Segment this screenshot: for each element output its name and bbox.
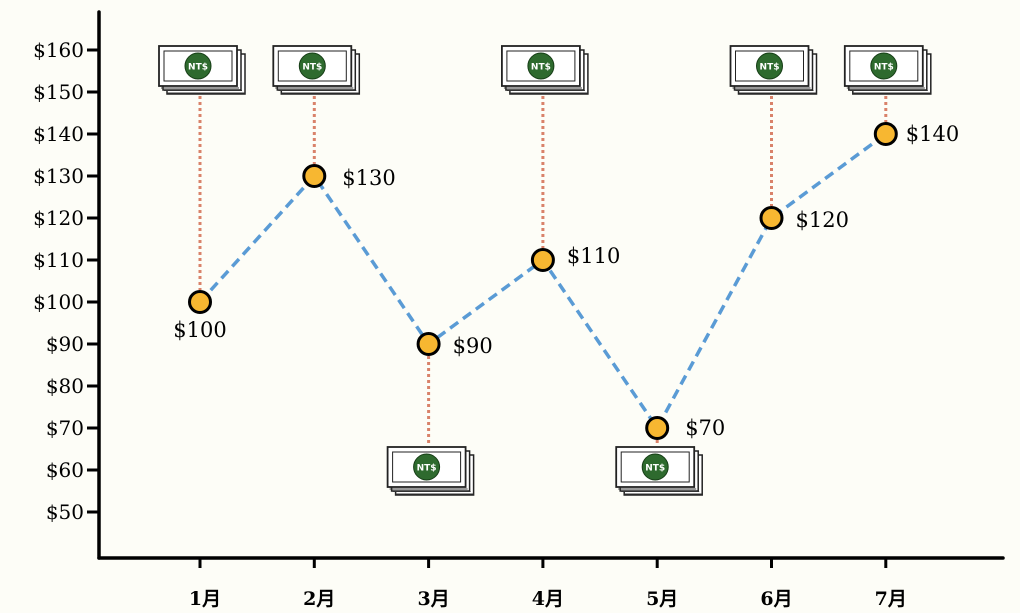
x-tick-label: 3月 xyxy=(417,588,449,610)
banknote-border xyxy=(277,50,347,82)
data-point xyxy=(873,122,898,146)
y-tick-label: $70 xyxy=(46,416,84,440)
data-label: $140 xyxy=(906,122,959,146)
banknote-seal xyxy=(870,52,898,80)
y-tick-label: $150 xyxy=(33,80,84,104)
y-tick-label: $60 xyxy=(46,458,84,482)
banknote-border xyxy=(735,50,804,82)
banknote-text: NT$ xyxy=(531,63,551,73)
data-label: $130 xyxy=(342,166,395,190)
data-point xyxy=(530,248,555,272)
banknote-icon: NT$ xyxy=(615,446,703,496)
y-tick-label: $110 xyxy=(33,248,84,272)
connector-layer xyxy=(198,90,888,443)
x-tick-label: 7月 xyxy=(875,588,907,610)
banknote-seal xyxy=(527,52,555,80)
banknote-text: NT$ xyxy=(302,63,322,73)
y-tick-label: $160 xyxy=(33,38,84,62)
banknote-text: NT$ xyxy=(417,464,437,474)
data-label: $70 xyxy=(685,416,725,440)
banknote-text: NT$ xyxy=(188,63,208,73)
banknote-border xyxy=(506,50,576,82)
y-tick-label: $80 xyxy=(46,374,84,398)
banknote-text: NT$ xyxy=(760,63,780,73)
banknote-border xyxy=(849,50,919,82)
x-tick-label: 4月 xyxy=(532,588,564,610)
y-tick-label: $140 xyxy=(33,122,84,146)
banknote-border xyxy=(392,451,462,483)
banknote-icon: NT$ xyxy=(272,45,361,95)
data-label: $90 xyxy=(453,334,493,358)
axes-layer: $50 $60 $70 $80 $90 $100 $110 $120 $130 $140 $150 $… xyxy=(33,10,1005,610)
banknote-seal xyxy=(756,52,783,80)
banknote-seal xyxy=(641,453,669,481)
data-point xyxy=(645,416,670,440)
y-tick-label: $50 xyxy=(46,500,84,524)
data-point xyxy=(188,290,212,314)
data-point xyxy=(759,206,784,230)
banknote-text: NT$ xyxy=(874,63,894,73)
data-point xyxy=(302,164,327,188)
x-tick-label: 2月 xyxy=(303,588,335,610)
banknote-seal xyxy=(298,52,326,80)
x-tick-label: 6月 xyxy=(760,588,792,610)
banknote-text: NT$ xyxy=(645,464,665,474)
data-label: $110 xyxy=(567,244,620,268)
data-point xyxy=(416,332,441,356)
banknote-seal xyxy=(184,52,212,80)
banknote-icon: NT$ xyxy=(843,45,932,95)
y-tick-label: $130 xyxy=(33,164,84,188)
banknote-seal xyxy=(413,453,441,481)
x-tick-label: 1月 xyxy=(189,588,221,610)
banknote-border xyxy=(620,451,690,483)
banknote-icon: NT$ xyxy=(158,45,246,95)
label-layer: $100 $130 $90 $110 $70 $120 $140 xyxy=(173,122,959,440)
banknote-border xyxy=(163,50,233,82)
data-label: $100 xyxy=(173,318,226,342)
data-label: $120 xyxy=(796,208,849,232)
marker-layer xyxy=(188,122,898,440)
banknote-icon: NT$ xyxy=(386,446,475,496)
y-tick-label: $120 xyxy=(33,206,84,230)
banknote-layer: NT$ NT$ NT$ NT$ NT$ NT$ NT$ xyxy=(158,45,932,496)
y-tick-label: $100 xyxy=(33,290,84,314)
y-tick-label: $90 xyxy=(46,332,84,356)
x-tick-label: 5月 xyxy=(646,588,678,610)
banknote-icon: NT$ xyxy=(729,45,818,95)
banknote-icon: NT$ xyxy=(501,45,589,95)
